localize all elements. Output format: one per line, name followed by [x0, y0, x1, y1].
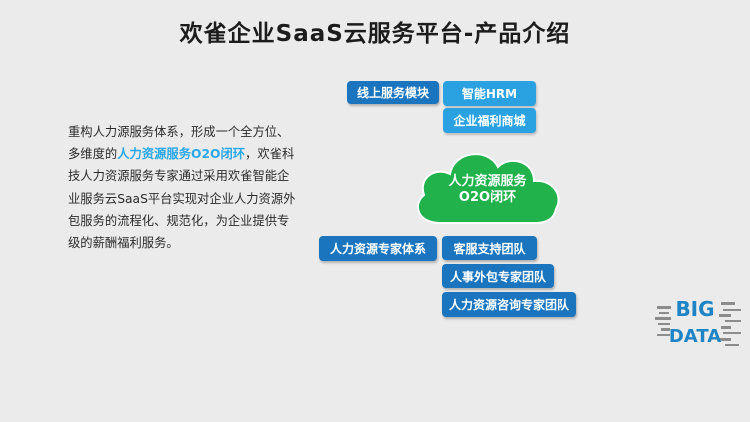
logo-data-text: DATA: [669, 326, 721, 347]
cloud-label-line1: 人力资源服务: [448, 174, 527, 189]
smart-hrm-box: 智能HRM: [443, 81, 536, 106]
logo-big-text: BIG: [675, 297, 714, 321]
online-module-box: 线上服务模块: [347, 81, 439, 104]
customer-support-box: 客服支持团队: [442, 236, 537, 260]
description-text-before: 重构人力源服务体系，形成一个全方位、多维度的: [68, 125, 290, 162]
hr-consulting-box: 人力资源咨询专家团队: [442, 292, 576, 317]
cloud-label: 人力资源服务 O2O闭环: [410, 174, 565, 206]
welfare-mall-box: 企业福利商城: [443, 108, 536, 133]
page-title: 欢雀企业SaaS云服务平台-产品介绍: [179, 21, 571, 47]
description-highlight: 人力资源服务O2O闭环: [117, 147, 246, 162]
expert-system-box: 人力资源专家体系: [319, 236, 437, 261]
cloud-label-line2: O2O闭环: [458, 190, 517, 205]
hr-outsourcing-box: 人事外包专家团队: [442, 264, 554, 288]
cloud-icon: [416, 153, 560, 224]
description-paragraph: 重构人力源服务体系，形成一个全方位、多维度的人力资源服务O2O闭环，欢雀科技人力…: [68, 121, 300, 254]
big-data-logo-icon: BIG DATA: [655, 297, 741, 347]
description-text-after: ，欢雀科技人力资源服务专家通过采用欢雀智能企业服务云SaaS平台实现对企业人力资…: [68, 147, 296, 251]
